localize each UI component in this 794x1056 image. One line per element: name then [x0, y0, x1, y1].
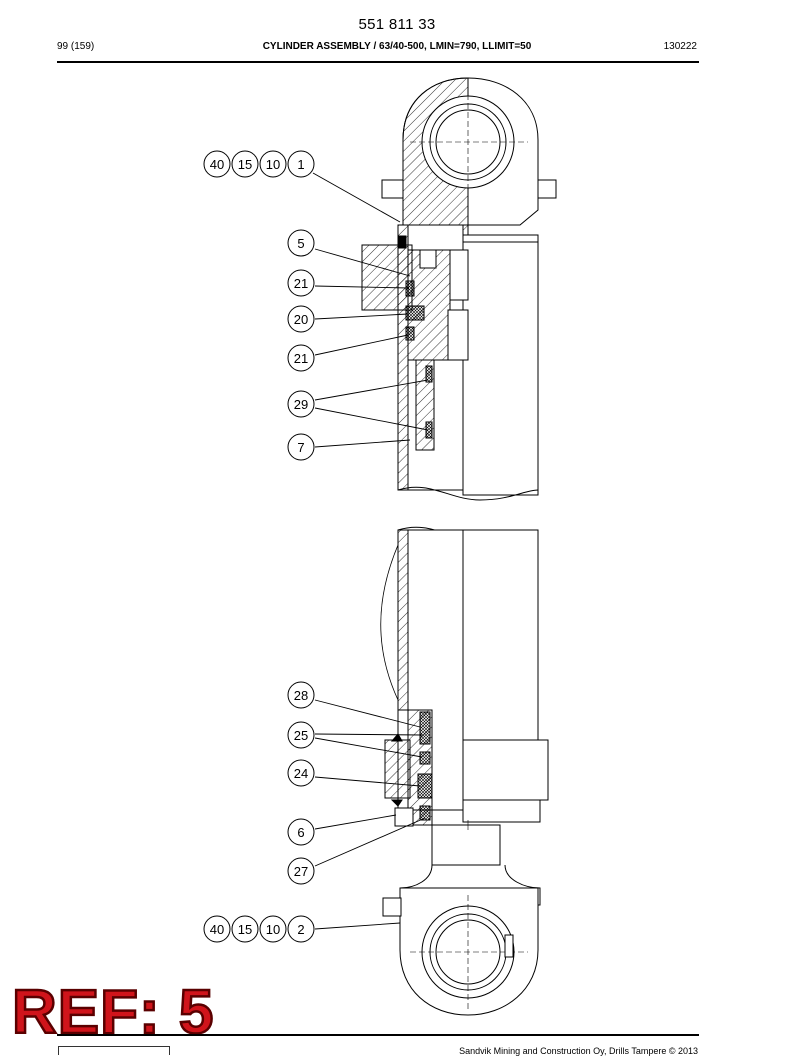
page-count: 99 (159)	[57, 41, 95, 52]
sandvik-logo	[58, 1046, 170, 1055]
callout-bubble	[231, 915, 259, 943]
date-code: 130222	[663, 41, 697, 52]
callout-bubble	[287, 344, 315, 372]
callout-7: 7	[297, 440, 304, 455]
callout-numbers: 40 15 10 1 5 21 20 21 29 7 28 25 24 6 27…	[210, 157, 308, 937]
callout-25: 25	[294, 728, 308, 743]
callout-bubble	[287, 229, 315, 257]
callout-1: 1	[297, 157, 304, 172]
callout-10-top: 10	[266, 157, 280, 172]
callout-bubble	[287, 269, 315, 297]
callout-bubble	[287, 915, 315, 943]
callout-2: 2	[297, 922, 304, 937]
callout-21-lower: 21	[294, 351, 308, 366]
document-number: 551 811 33	[358, 16, 436, 33]
callout-6: 6	[297, 825, 304, 840]
footer-rule	[57, 1034, 699, 1036]
callout-bubble	[287, 150, 315, 178]
callout-24: 24	[294, 766, 308, 781]
callout-bubble	[287, 818, 315, 846]
callout-15-top: 15	[238, 157, 252, 172]
callout-bubble	[203, 915, 231, 943]
header-rule	[57, 61, 699, 63]
document-title: CYLINDER ASSEMBLY / 63/40-500, LMIN=790,…	[262, 41, 532, 52]
callout-21-upper: 21	[294, 276, 308, 291]
leader-lines	[312, 172, 429, 930]
callout-bubble	[287, 721, 315, 749]
callout-20: 20	[294, 312, 308, 327]
callout-5: 5	[297, 236, 304, 251]
callout-29: 29	[294, 397, 308, 412]
callout-bubble	[231, 150, 259, 178]
callout-27: 27	[294, 864, 308, 879]
callout-15-bottom: 15	[238, 922, 252, 937]
callout-10-bottom: 10	[266, 922, 280, 937]
callout-bubble	[287, 305, 315, 333]
callout-40-top: 40	[210, 157, 224, 172]
callout-28: 28	[294, 688, 308, 703]
callout-bubble	[287, 390, 315, 418]
cylinder-outline	[361, 77, 557, 1016]
footer-copyright: Sandvik Mining and Construction Oy, Dril…	[459, 1046, 698, 1056]
callout-bubble	[259, 150, 287, 178]
callout-bubble	[287, 433, 315, 461]
callout-bubble	[259, 915, 287, 943]
callout-bubble	[287, 681, 315, 709]
callout-bubble	[287, 857, 315, 885]
callout-bubble	[203, 150, 231, 178]
callout-bubbles	[203, 150, 315, 943]
callout-40-bottom: 40	[210, 922, 224, 937]
callout-bubble	[287, 759, 315, 787]
